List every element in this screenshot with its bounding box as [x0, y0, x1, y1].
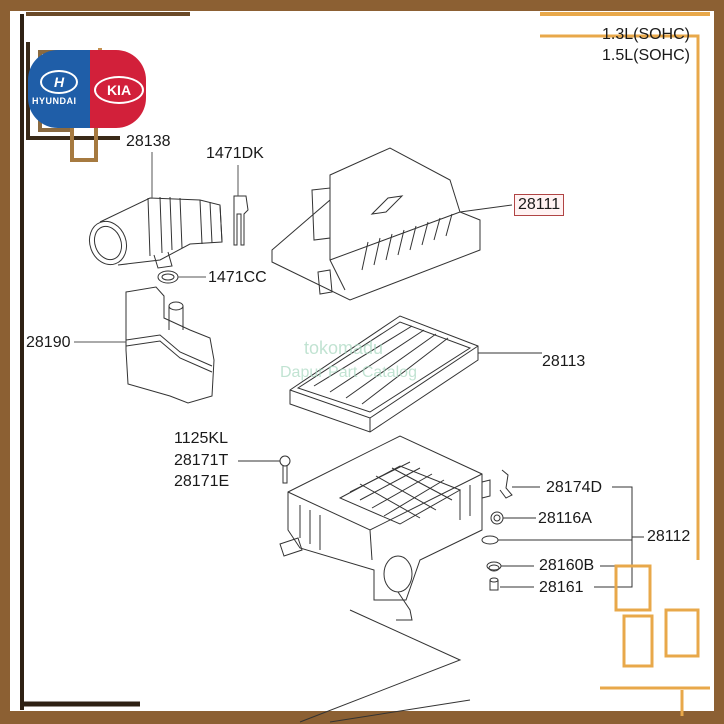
part-label-28171T[interactable]: 28171T [174, 452, 229, 469]
engine-variants: 1.3L(SOHC) 1.5L(SOHC) [602, 25, 690, 67]
brand-logo: H HYUNDAI KIA [28, 50, 146, 128]
hyundai-wordmark: HYUNDAI [32, 96, 77, 106]
part-label-28171E[interactable]: 28171E [174, 473, 230, 490]
engine-variant-1: 1.3L(SOHC) [601, 26, 690, 43]
part-label-28174D[interactable]: 28174D [546, 479, 603, 496]
air-cleaner-cover-drawing [271, 147, 513, 301]
diagram-sheet [10, 11, 714, 711]
intake-hose-drawing [88, 196, 223, 284]
part-label-1471CC[interactable]: 1471CC [208, 269, 267, 286]
part-label-28116A[interactable]: 28116A [538, 510, 592, 527]
part-label-1125KL[interactable]: 1125KL [174, 430, 228, 447]
part-label-28161[interactable]: 28161 [539, 579, 584, 596]
hyundai-logo: H HYUNDAI [28, 50, 90, 128]
air-filter-drawing [289, 315, 542, 433]
leader-lines [74, 152, 239, 343]
part-label-28113[interactable]: 28113 [542, 353, 586, 370]
part-label-28112[interactable]: 28112 [647, 528, 691, 545]
part-label-28190[interactable]: 28190 [26, 334, 71, 351]
resonator-drawing [125, 286, 215, 404]
air-cleaner-body-drawing [279, 435, 491, 723]
clamp-1471DK-drawing [233, 195, 249, 246]
bolt-drawing [238, 455, 291, 484]
kia-wordmark: KIA [94, 76, 144, 104]
engine-variant-2: 1.5L(SOHC) [601, 46, 690, 64]
watermark-line-2: Dapur Part Catalog [280, 364, 417, 381]
part-label-28138[interactable]: 28138 [126, 133, 171, 150]
decorative-frame [20, 12, 710, 716]
hyundai-emblem-icon: H [40, 70, 78, 94]
watermark-line-1: tokomadu [304, 338, 384, 358]
part-label-28160B[interactable]: 28160B [539, 557, 595, 574]
part-label-28111-highlighted[interactable]: 28111 [514, 194, 565, 216]
part-label-1471DK[interactable]: 1471DK [206, 145, 264, 162]
